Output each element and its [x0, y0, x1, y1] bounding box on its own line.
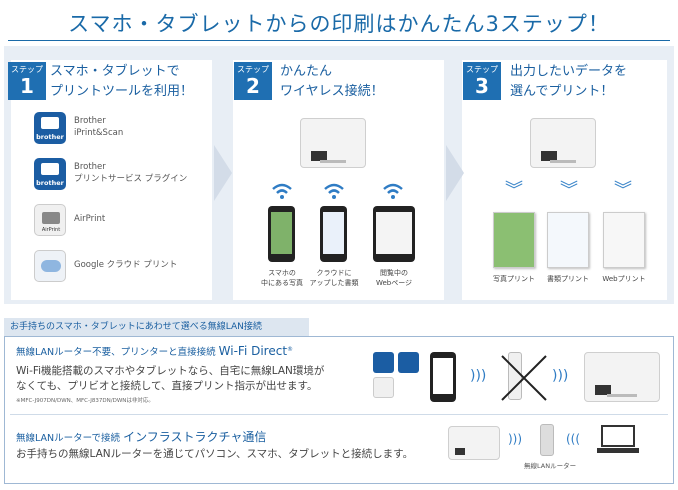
brother-plugin-icon: [398, 352, 419, 373]
document-print-image: [547, 212, 589, 268]
wireless-signal-icon: (((: [566, 432, 581, 446]
step-arrow-icon: [214, 145, 232, 201]
title-divider: [8, 40, 670, 41]
step-arrow-icon: [446, 145, 464, 201]
smartphone-document-image: [320, 206, 347, 262]
device-label-photo: スマホの中にある写真: [261, 269, 303, 287]
infrastructure-title: 無線LANルーターで接続 インフラストラクチャ通信: [16, 430, 267, 444]
laptop-icon: [597, 425, 639, 453]
wifi-direct-description: Wi-Fi機能搭載のスマホやタブレットなら、自宅に無線LAN環境が なくても、プ…: [16, 365, 325, 392]
step-3-badge: ステップ 3: [463, 62, 501, 100]
tablet-webpage-image: [373, 206, 415, 262]
smartphone-photo-image: [268, 206, 295, 262]
device-label-cloud: クラウドにアップした書類: [309, 269, 359, 287]
printer-image: [448, 426, 500, 460]
chevron-down-icon: ︾: [505, 180, 523, 201]
google-cloud-print-icon: [34, 250, 66, 282]
smartphone-icon: [430, 352, 456, 402]
chevron-down-icon: ︾: [560, 180, 578, 201]
wireless-signal-icon: ))): [552, 368, 569, 384]
wifi-icon: [382, 182, 404, 200]
page-title: スマホ・タブレットからの印刷はかんたん3ステップ！: [68, 12, 610, 36]
infrastructure-description: お手持ちの無線LANルーターを通じてパソコン、スマホ、タブレットと接続します。: [16, 448, 414, 460]
step-1-title: スマホ・タブレットで プリントツールを利用！: [50, 64, 194, 99]
printer-image: [300, 118, 366, 168]
output-label-document: 書類プリント: [547, 275, 589, 283]
connection-heading: お手持ちのスマホ・タブレットにあわせて選べる無線LAN接続: [4, 318, 309, 336]
print-tool-list: brother Brother iPrint&Scan brother Brot…: [26, 106, 202, 294]
router-label: 無線LANルーター: [524, 462, 577, 470]
brother-app-icon: [373, 352, 394, 373]
router-image: [540, 424, 554, 456]
wifi-direct-note: ※MFC-J907DN/DWN、MFC-J837DN/DWNは非対応。: [16, 398, 154, 404]
output-label-photo: 写真プリント: [493, 275, 535, 283]
wifi-icon: [271, 182, 293, 200]
section-divider: [10, 414, 668, 415]
connection-rule: [4, 336, 674, 337]
wifi-direct-title: 無線LANルーター不要、プリンターと直接接続 Wi-Fi Direct®: [16, 344, 294, 358]
step-3-title: 出力したいデータを 選んでプリント！: [510, 64, 628, 99]
wifi-icon: [323, 182, 345, 200]
step-1-badge: ステップ 1: [8, 62, 46, 100]
printer-image: [584, 352, 660, 402]
airprint-icon: [373, 377, 394, 398]
connection-box: [4, 337, 674, 484]
web-print-image: [603, 212, 645, 268]
printer-image: [530, 118, 596, 168]
output-label-web: Webプリント: [602, 275, 646, 283]
airprint-icon: AirPrint: [34, 204, 66, 236]
wireless-signal-icon: ))): [508, 432, 523, 446]
chevron-down-icon: ︾: [614, 180, 632, 201]
step-2-badge: ステップ 2: [234, 62, 272, 100]
brother-app-icon: brother: [34, 112, 66, 144]
wireless-signal-icon: ))): [470, 368, 487, 384]
brother-plugin-icon: brother: [34, 158, 66, 190]
no-router-cross-icon: [501, 355, 547, 401]
photo-print-image: [493, 212, 535, 268]
step-2-title: かんたん ワイヤレス接続！: [280, 64, 384, 99]
